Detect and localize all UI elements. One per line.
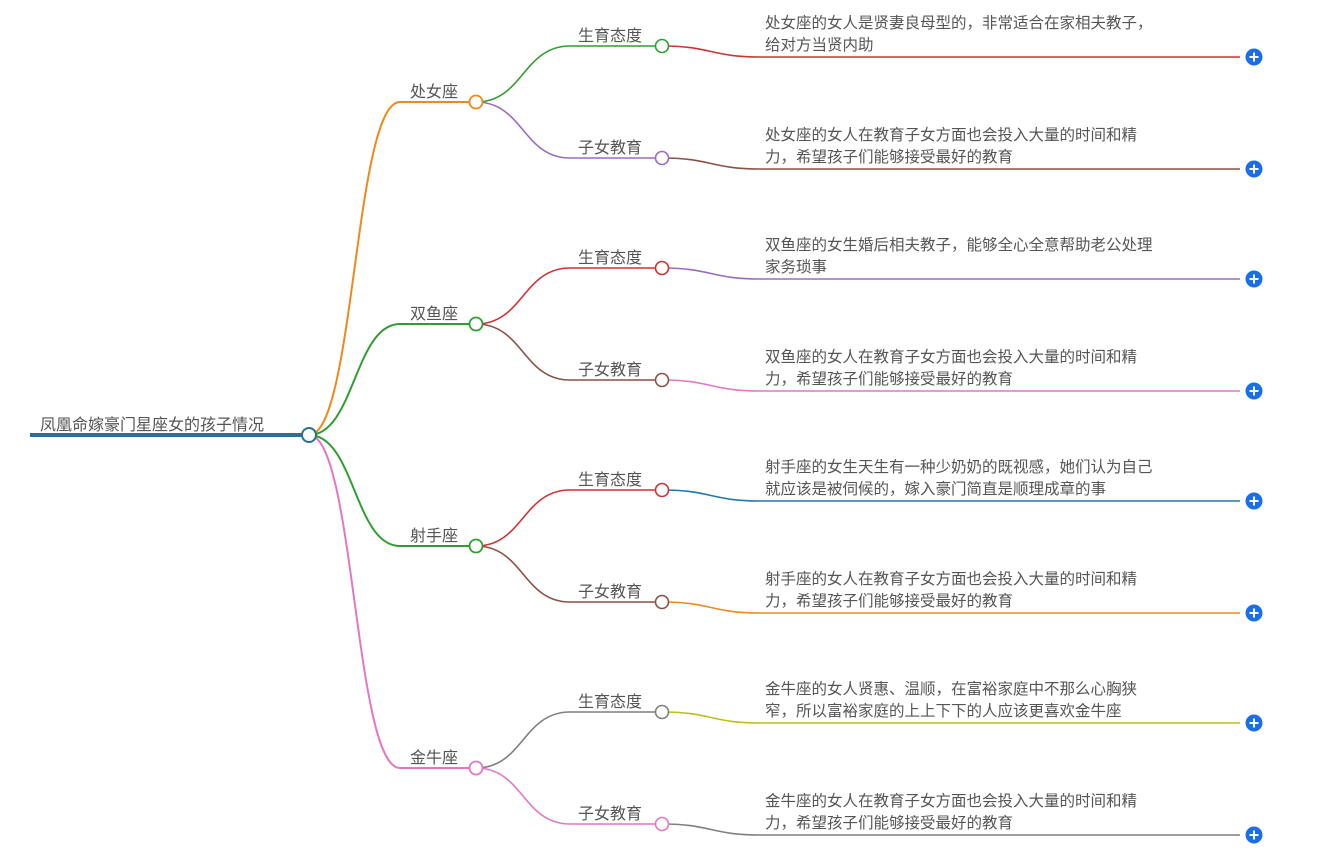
child-collapse-handle[interactable] bbox=[654, 482, 670, 498]
child-collapse-handle[interactable] bbox=[654, 150, 670, 166]
child-node[interactable]: 子女教育 bbox=[570, 360, 670, 388]
child-label: 生育态度 bbox=[578, 470, 642, 489]
leaf-text-line: 金牛座的女人贤惠、温顺，在富裕家庭中不那么心胸狭 bbox=[765, 679, 1137, 698]
child-node[interactable]: 子女教育 bbox=[570, 582, 670, 610]
child-node[interactable]: 生育态度 bbox=[570, 26, 670, 54]
branch-label: 射手座 bbox=[410, 526, 458, 545]
leaf-node[interactable]: 射手座的女生天生有一种少奶奶的既视感，她们认为自己就应该是被伺候的，嫁入豪门简直… bbox=[765, 457, 1263, 510]
branch-label: 双鱼座 bbox=[410, 304, 458, 323]
leaf-text-line: 力，希望孩子们能够接受最好的教育 bbox=[765, 370, 1013, 388]
child-label: 子女教育 bbox=[578, 360, 642, 379]
branch-connector bbox=[308, 434, 401, 547]
connector-layer bbox=[308, 45, 1240, 836]
leaf-text-line: 窄，所以富裕家庭的上上下下的人应该更喜欢金牛座 bbox=[765, 701, 1122, 720]
child-label: 子女教育 bbox=[578, 582, 642, 601]
child-node[interactable]: 生育态度 bbox=[570, 692, 670, 720]
child-connector bbox=[475, 323, 571, 381]
leaf-text-line: 力，希望孩子们能够接受最好的教育 bbox=[765, 814, 1013, 832]
leaf-text-line: 处女座的女人在教育子女方面也会投入大量的时间和精 bbox=[765, 125, 1137, 144]
leaf-text-line: 力，希望孩子们能够接受最好的教育 bbox=[765, 148, 1013, 166]
branch-collapse-handle[interactable] bbox=[468, 760, 484, 776]
leaf-text-line: 金牛座的女人在教育子女方面也会投入大量的时间和精 bbox=[765, 791, 1137, 810]
branch-node[interactable]: 处女座 bbox=[400, 82, 484, 110]
child-connector bbox=[475, 267, 571, 325]
leaf-connector bbox=[661, 489, 1240, 502]
leaf-text-line: 处女座的女人是贤妻良母型的，非常适合在家相夫教子， bbox=[765, 13, 1153, 32]
leaf-text-line: 家务琐事 bbox=[765, 258, 827, 276]
child-collapse-handle[interactable] bbox=[654, 594, 670, 610]
branch-collapse-handle[interactable] bbox=[468, 316, 484, 332]
leaf-text-line: 给对方当贤内助 bbox=[765, 36, 874, 54]
expand-plus-icon[interactable] bbox=[1245, 48, 1263, 66]
root-node[interactable]: 凤凰命嫁豪门星座女的孩子情况 bbox=[30, 415, 317, 443]
leaf-connector bbox=[661, 823, 1240, 836]
leaf-connector bbox=[661, 157, 1240, 170]
child-label: 子女教育 bbox=[578, 804, 642, 823]
child-connector bbox=[475, 101, 571, 159]
branch-node[interactable]: 金牛座 bbox=[400, 748, 484, 776]
child-collapse-handle[interactable] bbox=[654, 260, 670, 276]
leaf-connector bbox=[661, 267, 1240, 280]
child-collapse-handle[interactable] bbox=[654, 704, 670, 720]
leaf-connector bbox=[661, 45, 1240, 58]
leaf-connector bbox=[661, 601, 1240, 614]
child-collapse-handle[interactable] bbox=[654, 372, 670, 388]
child-connector bbox=[475, 545, 571, 603]
expand-plus-icon[interactable] bbox=[1245, 270, 1263, 288]
child-collapse-handle[interactable] bbox=[654, 816, 670, 832]
child-connector bbox=[475, 711, 571, 769]
leaf-node[interactable]: 处女座的女人是贤妻良母型的，非常适合在家相夫教子， 给对方当贤内助 bbox=[765, 13, 1263, 66]
leaf-text-line: 射手座的女人在教育子女方面也会投入大量的时间和精 bbox=[765, 569, 1137, 588]
child-connector bbox=[475, 489, 571, 547]
child-label: 生育态度 bbox=[578, 692, 642, 711]
expand-plus-icon[interactable] bbox=[1245, 160, 1263, 178]
branch-collapse-handle[interactable] bbox=[468, 538, 484, 554]
branch-connector bbox=[308, 101, 401, 436]
child-connector bbox=[475, 45, 571, 103]
branch-node[interactable]: 双鱼座 bbox=[400, 304, 484, 332]
child-node[interactable]: 子女教育 bbox=[570, 804, 670, 832]
expand-plus-icon[interactable] bbox=[1245, 492, 1263, 510]
child-label: 生育态度 bbox=[578, 26, 642, 45]
root-label: 凤凰命嫁豪门星座女的孩子情况 bbox=[40, 415, 264, 434]
child-collapse-handle[interactable] bbox=[654, 38, 670, 54]
leaf-text-line: 力，希望孩子们能够接受最好的教育 bbox=[765, 592, 1013, 610]
child-node[interactable]: 生育态度 bbox=[570, 248, 670, 276]
leaf-text-line: 就应该是被伺候的，嫁入豪门简直是顺理成章的事 bbox=[765, 479, 1106, 498]
expand-plus-icon[interactable] bbox=[1245, 826, 1263, 844]
leaf-text-line: 双鱼座的女人在教育子女方面也会投入大量的时间和精 bbox=[765, 347, 1137, 366]
leaf-node[interactable]: 金牛座的女人贤惠、温顺，在富裕家庭中不那么心胸狭窄，所以富裕家庭的上上下下的人应… bbox=[765, 679, 1263, 732]
branch-node[interactable]: 射手座 bbox=[400, 526, 484, 554]
leaf-text-line: 双鱼座的女生婚后相夫教子，能够全心全意帮助老公处理 bbox=[765, 235, 1153, 254]
leaf-text-line: 射手座的女生天生有一种少奶奶的既视感，她们认为自己 bbox=[765, 457, 1153, 476]
child-label: 子女教育 bbox=[578, 138, 642, 157]
child-label: 生育态度 bbox=[578, 248, 642, 267]
child-node[interactable]: 生育态度 bbox=[570, 470, 670, 498]
child-node[interactable]: 子女教育 bbox=[570, 138, 670, 166]
child-connector bbox=[475, 767, 571, 825]
node-layer: 凤凰命嫁豪门星座女的孩子情况处女座生育态度处女座的女人是贤妻良母型的，非常适合在… bbox=[30, 13, 1263, 844]
root-collapse-handle[interactable] bbox=[301, 427, 317, 443]
leaf-connector bbox=[661, 379, 1240, 392]
expand-plus-icon[interactable] bbox=[1245, 382, 1263, 400]
branch-connector bbox=[308, 434, 401, 769]
branch-collapse-handle[interactable] bbox=[468, 94, 484, 110]
branch-connector bbox=[308, 323, 401, 436]
expand-plus-icon[interactable] bbox=[1245, 604, 1263, 622]
leaf-connector bbox=[661, 711, 1240, 724]
branch-label: 金牛座 bbox=[410, 748, 458, 767]
branch-label: 处女座 bbox=[410, 82, 458, 101]
expand-plus-icon[interactable] bbox=[1245, 714, 1263, 732]
